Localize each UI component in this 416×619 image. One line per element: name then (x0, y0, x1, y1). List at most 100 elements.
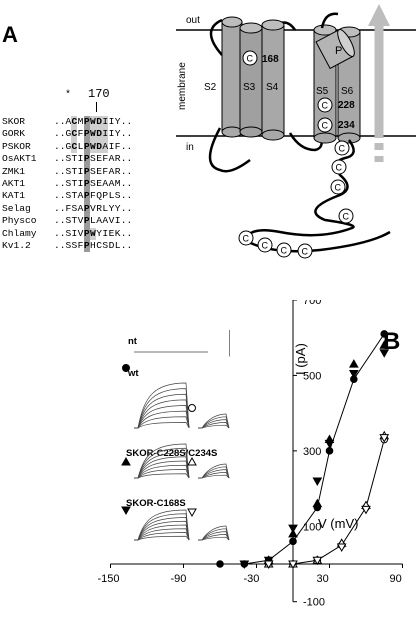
y-tick-label: 300 (303, 446, 321, 458)
alignment-residue: I (102, 227, 109, 239)
alignment-position-tick (96, 102, 97, 112)
alignment-residue: P (83, 165, 90, 178)
current-trace (198, 413, 230, 429)
data-point (216, 560, 224, 568)
alignment-residue: A (102, 140, 109, 154)
data-point (312, 477, 323, 487)
alignment-residue: T (71, 153, 78, 165)
alignment-prefix: ..S (54, 165, 72, 177)
y-tick-label: 500 (303, 370, 321, 382)
x-axis-label: V (mV) (318, 516, 358, 531)
alignment-residue: P (83, 190, 90, 203)
alignment-row-name: AKT1 (2, 177, 26, 189)
alignment-suffix: .. (120, 239, 133, 251)
alignment-residue: R (114, 165, 121, 177)
alignment-residue: S (114, 190, 121, 202)
loop-s1-s2 (209, 18, 223, 56)
data-point (312, 498, 323, 508)
alignment-residue: V (77, 227, 84, 239)
cys-168-icon (242, 50, 258, 66)
current-trace (134, 382, 190, 429)
alignment-prefix: ..F (54, 202, 72, 214)
alignment-row-name: SKOR (2, 116, 26, 127)
alignment-residue: E (96, 153, 102, 165)
alignment-prefix: ..S (54, 153, 72, 165)
fit-curve (220, 333, 385, 565)
svg-text:C: C (322, 101, 329, 111)
svg-text:C: C (322, 121, 329, 131)
p-label: P (335, 45, 342, 57)
data-point (289, 537, 297, 546)
alignment-residue: P (83, 116, 90, 129)
alignment-residue: M (77, 116, 84, 127)
alignment-residue: V (108, 215, 115, 227)
alignment-residue: T (71, 165, 78, 177)
alignment-residue: M (114, 177, 121, 189)
alignment-residue: F (77, 128, 84, 140)
current-trace (134, 509, 190, 541)
alignment-residue: A (102, 177, 109, 189)
cys-234-icon (317, 117, 333, 133)
fit-curve (268, 439, 385, 565)
alignment-residue: I (77, 153, 84, 165)
alignment-residue: E (108, 227, 115, 239)
current-traces: nt wt SKOR-C228S/C234S SKOR-C168S (121, 330, 230, 541)
alignment-residue: H (90, 239, 96, 251)
current-trace (198, 463, 230, 479)
alignment-residue: P (83, 202, 90, 216)
panel-a-label: A (2, 22, 18, 47)
alignment-residue: I (102, 128, 109, 141)
alignment-row-name: ZMK1 (2, 165, 26, 177)
y-tick-label: -100 (303, 597, 325, 609)
alignment-residue: P (102, 190, 109, 202)
alignment-prefix: ..G (54, 128, 72, 140)
cys-228-label: 228 (338, 100, 355, 111)
alignment-residue: P (83, 239, 90, 253)
current-trace (134, 443, 190, 479)
alignment-residue: S (90, 165, 96, 177)
alignment-residue: S (71, 239, 78, 251)
svg-text:C: C (335, 183, 342, 193)
data-point (324, 439, 335, 449)
alignment-residue: A (108, 165, 115, 177)
data-point (325, 447, 334, 455)
loop-s5-p (320, 12, 339, 29)
svg-text:C: C (336, 163, 343, 173)
x-tick-label: -30 (244, 573, 260, 585)
tail-cysteines: C C C C C C C C (238, 140, 354, 259)
cys-234-label: 234 (338, 120, 355, 131)
alignment-suffix: .. (120, 177, 133, 189)
svg-text:C: C (302, 247, 309, 257)
current-trace (198, 525, 230, 541)
loop-s2-s3 (208, 127, 251, 173)
alignment-residue: W (89, 227, 97, 240)
cys-228-icon (317, 97, 333, 113)
alignment-residue: T (71, 177, 78, 189)
alignment-residue: K (114, 227, 121, 239)
alignment-residue: L (102, 202, 109, 214)
alignment-residue: F (90, 190, 96, 202)
s3-label: S3 (243, 82, 256, 93)
alignment-residue: P (83, 153, 90, 166)
alignment-residue: W (89, 140, 97, 154)
gating-arrow-icon (368, 4, 390, 162)
data-point (239, 560, 250, 570)
alignment-residue: S (90, 177, 96, 189)
x-tick-label: -150 (98, 573, 120, 585)
alignment-prefix: ..S (54, 215, 72, 227)
helix-s3 (239, 22, 263, 138)
alignment-row-name: Kv1.2 (2, 239, 31, 251)
alignment-residue: V (77, 215, 84, 227)
alignment-residue: T (71, 190, 78, 202)
alignment-residue: F (77, 239, 84, 251)
data-point (379, 349, 390, 358)
alignment-residue: D (108, 239, 115, 251)
alignment-prefix: ..S (54, 190, 72, 202)
alignment-suffix: .. (120, 140, 133, 152)
